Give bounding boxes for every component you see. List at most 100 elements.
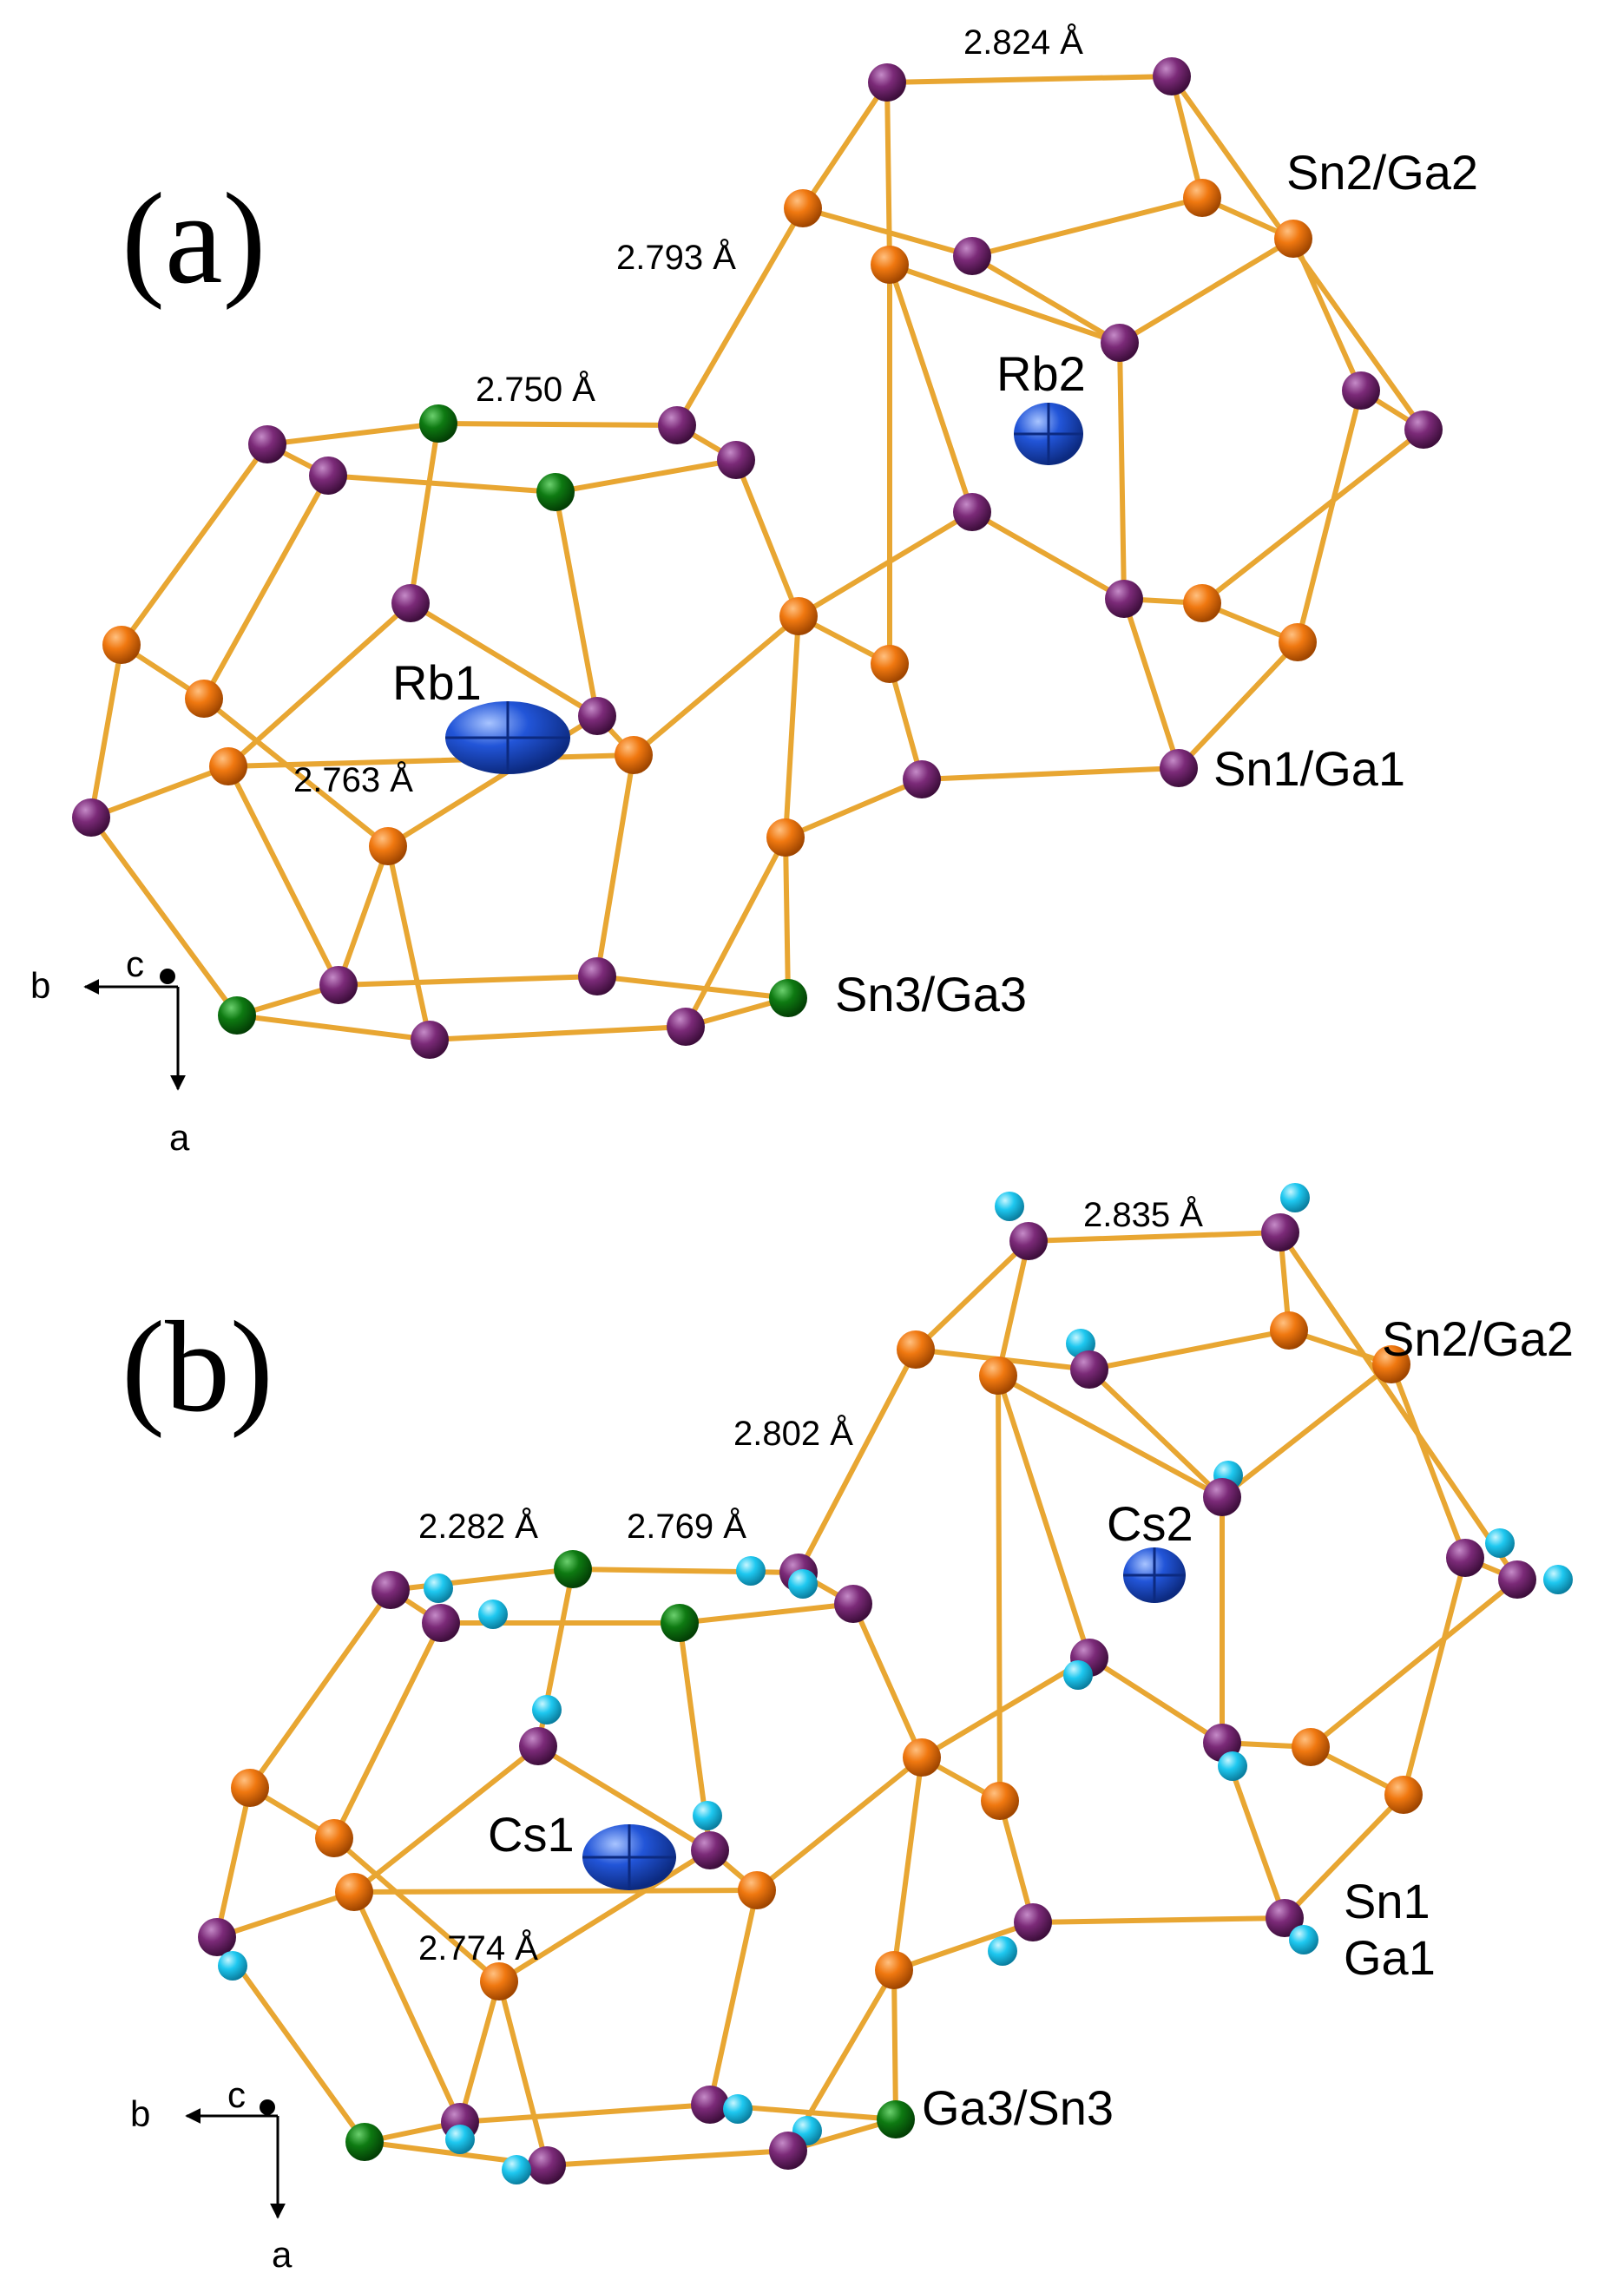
bond xyxy=(496,1979,549,2168)
bond xyxy=(496,1848,713,1984)
ga-split-atom xyxy=(736,1556,766,1586)
site3-atom xyxy=(419,404,457,443)
ga-split-atom xyxy=(532,1695,562,1724)
sn-site-atom xyxy=(1160,749,1198,787)
sn-site-atom xyxy=(1153,57,1191,95)
ga-site-atom xyxy=(335,1873,373,1911)
bond xyxy=(800,80,890,211)
ga-site-atom xyxy=(1292,1728,1330,1766)
bond xyxy=(234,1013,432,1042)
bond xyxy=(970,253,1122,345)
ga-site-atom xyxy=(1183,584,1221,622)
site-label-sn2-ga2-b: Sn2/Ga2 xyxy=(1382,1311,1574,1366)
sn-site-atom xyxy=(1009,1222,1048,1260)
axis-label-a-a: a xyxy=(169,1117,190,1158)
bond xyxy=(457,1979,502,2125)
axis-indicator-a: b c a xyxy=(30,943,190,1158)
bond xyxy=(1282,1792,1406,1921)
site-label-rb2: Rb2 xyxy=(996,346,1086,401)
bond xyxy=(352,1889,463,2125)
ga-split-atom xyxy=(218,1951,247,1981)
ga-split-atom xyxy=(723,2094,753,2124)
sn-site-atom xyxy=(1498,1560,1536,1599)
bond xyxy=(884,80,892,267)
bond xyxy=(408,601,600,719)
site-label-ga1-b: Ga1 xyxy=(1344,1930,1436,1985)
ga-site-atom xyxy=(480,1962,518,2000)
ga-site-atom xyxy=(1270,1311,1308,1350)
ga-site-atom xyxy=(369,827,407,865)
ga-site-atom xyxy=(903,1738,941,1777)
bond xyxy=(265,421,441,447)
sn-site-atom xyxy=(371,1571,410,1609)
site3-atom xyxy=(536,473,575,511)
bond xyxy=(201,473,331,701)
sn-site-atom xyxy=(691,2086,729,2124)
bond xyxy=(996,1238,1031,1378)
axis-label-c-b: c xyxy=(227,2074,246,2115)
site-label-sn1-b: Sn1 xyxy=(1344,1874,1430,1928)
bond xyxy=(783,835,791,1001)
sn-site-atom xyxy=(1446,1539,1484,1577)
bond xyxy=(1220,1362,1394,1500)
bond xyxy=(336,844,391,988)
ga-split-atom xyxy=(1485,1528,1515,1558)
sn-site-atom xyxy=(391,584,430,622)
axis-label-a-b: a xyxy=(272,2234,293,2273)
ga-site-atom xyxy=(209,747,247,785)
ga-site-atom xyxy=(784,189,822,227)
ga-site-atom xyxy=(979,1357,1017,1395)
sn-site-atom xyxy=(1014,1903,1052,1941)
cs1-ellipsoid xyxy=(582,1824,676,1890)
bond xyxy=(800,206,975,259)
sn-site-atom xyxy=(1203,1478,1241,1516)
ga-site-atom xyxy=(875,1951,913,1989)
bond xyxy=(214,1889,357,1940)
ga-site-atom xyxy=(1279,623,1317,661)
bond xyxy=(1117,340,1127,601)
bond xyxy=(544,2148,791,2168)
bond xyxy=(887,262,975,515)
sn-site-atom xyxy=(528,2146,566,2184)
bond xyxy=(352,1888,759,1895)
bond xyxy=(336,974,600,988)
bond xyxy=(332,1620,444,1841)
sn-site-atom xyxy=(1070,1350,1108,1389)
sn-site-atom xyxy=(903,760,941,798)
bond xyxy=(677,1601,856,1626)
distance-label-b-2: 2.802 Å xyxy=(733,1414,853,1453)
site3-atom xyxy=(218,996,256,1035)
sn-site-atom xyxy=(519,1727,557,1765)
sn-site-atom xyxy=(72,798,110,837)
axis-label-c-a: c xyxy=(126,943,144,984)
bond xyxy=(1308,1577,1520,1750)
site3-atom xyxy=(345,2123,384,2161)
site-label-cs2: Cs2 xyxy=(1107,1496,1193,1551)
site-label-sn1-ga1-a: Sn1/Ga1 xyxy=(1213,741,1405,796)
sn-site-atom xyxy=(309,457,347,495)
bond xyxy=(595,974,791,1001)
sn-site-atom xyxy=(422,1604,460,1642)
sn-site-atom xyxy=(1266,1899,1304,1937)
ga-split-atom xyxy=(1289,1925,1318,1954)
bond xyxy=(226,752,636,769)
ga-site-atom xyxy=(102,626,141,664)
panel-a: (a) 2.824 Å 2.793 Å 2.750 Å 2.763 Å Sn2/… xyxy=(30,23,1478,1158)
ga-split-atom xyxy=(445,2125,475,2154)
ga-site-atom xyxy=(871,246,909,284)
ga-site-atom xyxy=(1274,220,1312,258)
bond xyxy=(919,765,1181,782)
ga-site-atom xyxy=(897,1330,935,1369)
sn-site-atom xyxy=(868,63,906,102)
bond xyxy=(436,421,680,428)
bond xyxy=(1087,1655,1225,1745)
distance-label-b-3: 2.282 Å xyxy=(418,1507,538,1546)
distance-label-b-1: 2.835 Å xyxy=(1083,1195,1203,1234)
sn-site-atom xyxy=(658,406,696,444)
ga-site-atom xyxy=(779,597,818,635)
bond xyxy=(683,835,788,1029)
bond xyxy=(1389,1362,1468,1560)
sn-site-atom xyxy=(1342,371,1380,410)
cs2-ellipsoid xyxy=(1123,1547,1186,1603)
